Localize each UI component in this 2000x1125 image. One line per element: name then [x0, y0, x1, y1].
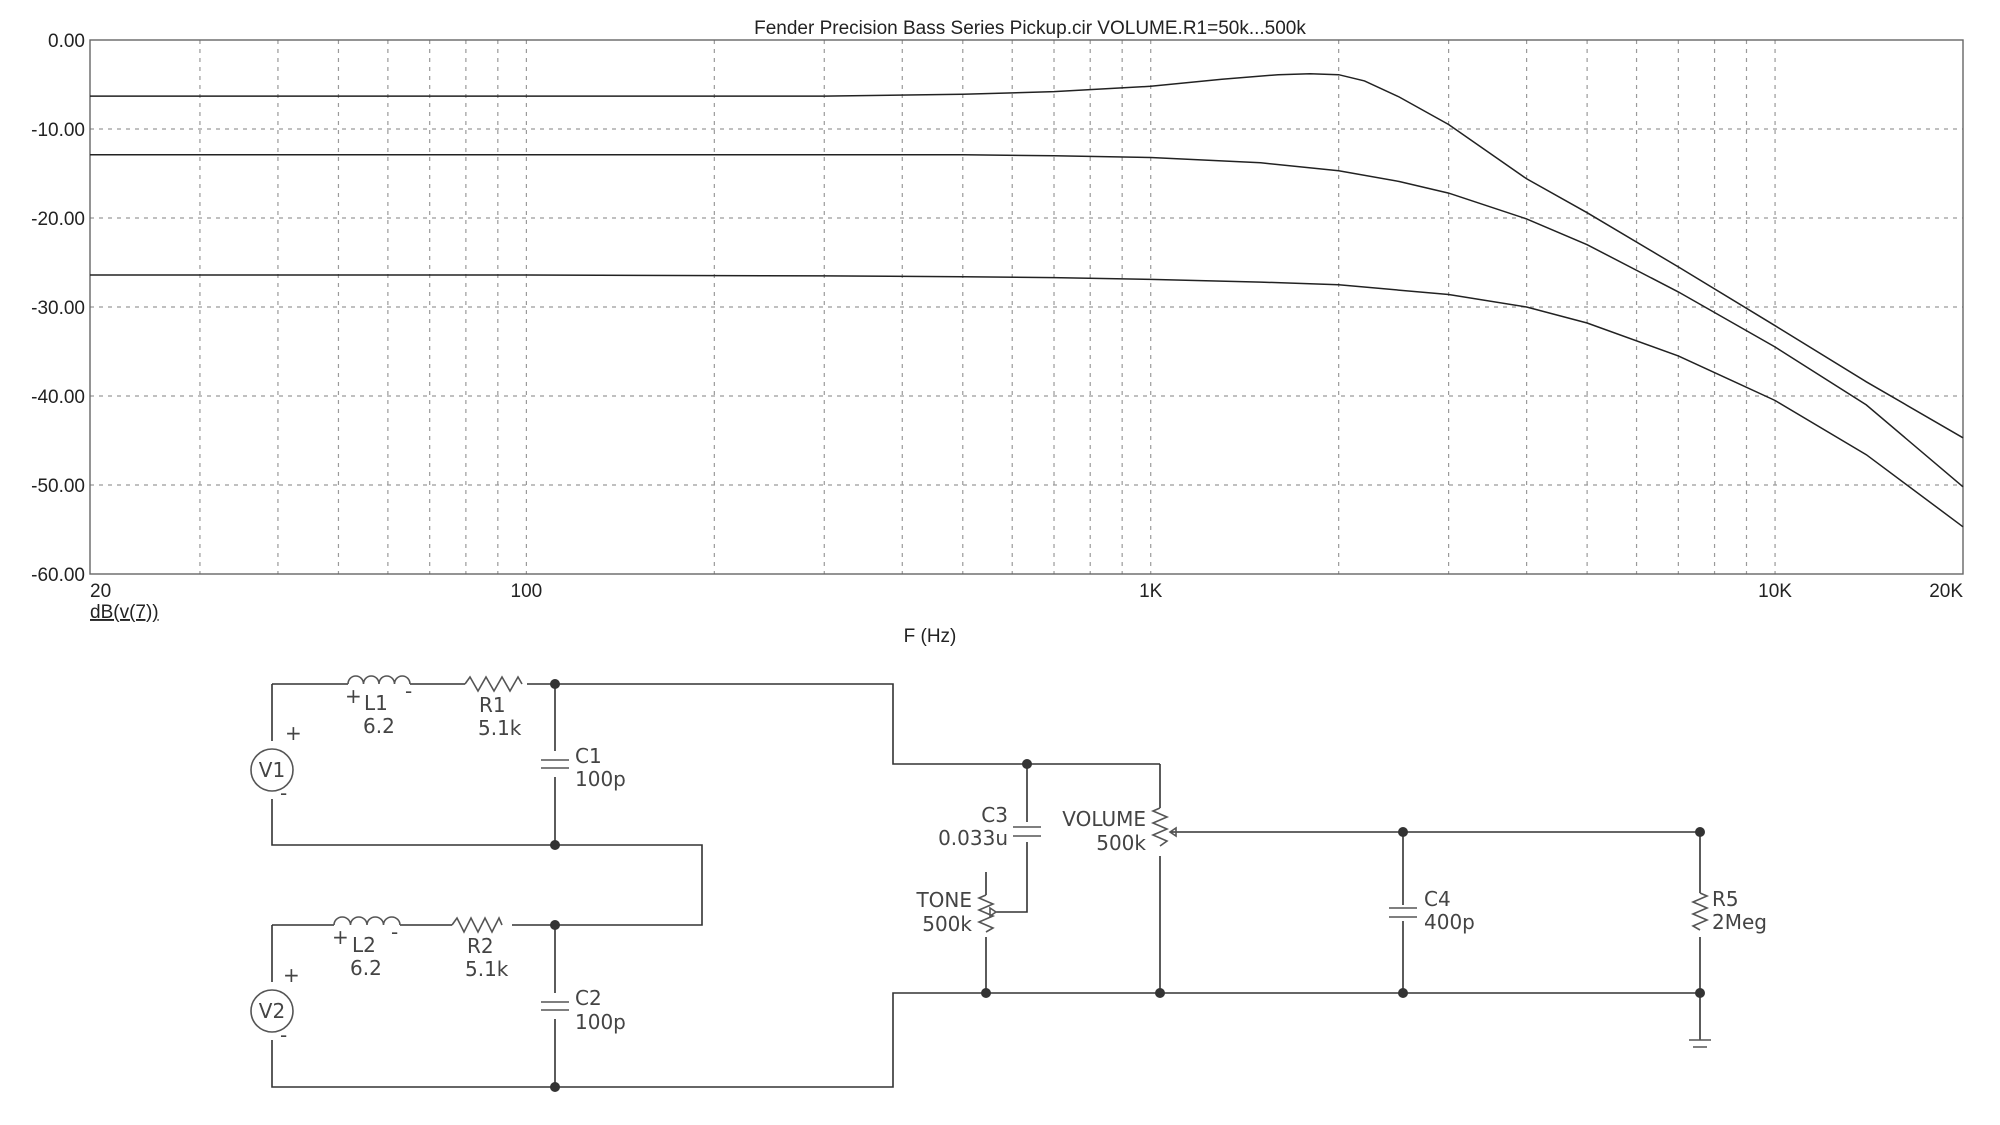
inductor-l2: + - L2 6.2: [332, 916, 401, 980]
ground-icon: [1689, 1039, 1711, 1048]
capacitor-c1: C1 100p: [541, 744, 626, 791]
resistor-r5: R5 2Meg: [1690, 887, 1767, 934]
capacitor-c3: C3 0.033u: [938, 803, 1041, 850]
svg-text:TONE: TONE: [915, 888, 972, 912]
y-tick-label: -10.00: [31, 120, 85, 141]
series-line-2: [90, 154, 1964, 488]
svg-text:0.033u: 0.033u: [938, 826, 1008, 850]
plot-frame: [89, 39, 1964, 575]
svg-text:-: -: [280, 781, 287, 805]
svg-text:C2: C2: [575, 986, 602, 1010]
resistor-r2: R2 5.1k: [451, 916, 509, 981]
svg-text:+: +: [283, 963, 300, 987]
chart-grid: [90, 40, 1963, 574]
svg-text:100p: 100p: [575, 767, 626, 791]
junction-dots: [550, 679, 1705, 1092]
capacitor-c2: C2 100p: [541, 986, 626, 1034]
svg-text:C4: C4: [1424, 887, 1451, 911]
svg-text:5.1k: 5.1k: [478, 716, 522, 740]
x-tick-labels: 20 100 1K 10K 20K: [90, 581, 1963, 602]
resistor-r1: R1 5.1k: [464, 675, 523, 740]
y-tick-label: 0.00: [48, 31, 85, 52]
svg-text:R2: R2: [467, 934, 494, 958]
series-line-3: [90, 274, 1964, 528]
svg-text:V1: V1: [259, 758, 285, 782]
x-tick-label: 1K: [1139, 581, 1163, 602]
x-tick-label: 100: [511, 581, 543, 602]
svg-text:L1: L1: [364, 691, 388, 715]
y-tick-labels: 0.00 -10.00 -20.00 -30.00 -40.00 -50.00 -60.00: [31, 31, 85, 586]
y-tick-label: -60.00: [31, 565, 85, 586]
svg-text:500k: 500k: [1096, 831, 1146, 855]
svg-text:-: -: [391, 920, 398, 944]
svg-text:6.2: 6.2: [363, 714, 395, 738]
series-line-1: [90, 73, 1964, 439]
x-tick-label: 20: [90, 581, 111, 602]
y-tick-label: -30.00: [31, 298, 85, 319]
svg-text:C3: C3: [981, 803, 1008, 827]
y-tick-label: -50.00: [31, 476, 85, 497]
svg-text:C1: C1: [575, 744, 602, 768]
x-axis-label: F (Hz): [904, 626, 957, 647]
x-tick-label: 10K: [1758, 581, 1792, 602]
svg-text:R5: R5: [1712, 887, 1739, 911]
y-tick-label: -20.00: [31, 209, 85, 230]
capacitor-c4: C4 400p: [1389, 887, 1475, 934]
voltage-source-v2: V2 + -: [250, 963, 300, 1047]
svg-text:+: +: [345, 684, 362, 708]
schematic-wires: [271, 683, 1701, 1088]
inductor-l1: + - L1 6.2: [345, 675, 412, 738]
svg-text:-: -: [405, 679, 412, 703]
svg-text:6.2: 6.2: [350, 956, 382, 980]
chart-curves: [90, 73, 1964, 528]
y-axis-label: dB(v(7)): [90, 602, 159, 623]
potentiometer-tone: TONE 500k: [915, 888, 998, 936]
frequency-response-chart: Fender Precision Bass Series Pickup.cir …: [31, 18, 1964, 647]
svg-text:100p: 100p: [575, 1010, 626, 1034]
svg-text:400p: 400p: [1424, 910, 1475, 934]
svg-text:+: +: [332, 925, 349, 949]
potentiometer-volume: VOLUME 500k: [1062, 807, 1177, 855]
svg-text:2Meg: 2Meg: [1712, 910, 1767, 934]
svg-text:500k: 500k: [922, 912, 972, 936]
svg-text:L2: L2: [352, 933, 376, 957]
x-tick-label: 20K: [1929, 581, 1963, 602]
svg-text:+: +: [285, 721, 302, 745]
y-tick-label: -40.00: [31, 387, 85, 408]
chart-title: Fender Precision Bass Series Pickup.cir …: [754, 18, 1306, 39]
svg-text:VOLUME: VOLUME: [1062, 807, 1146, 831]
svg-text:-: -: [280, 1023, 287, 1047]
svg-text:5.1k: 5.1k: [465, 957, 509, 981]
svg-text:V2: V2: [259, 999, 285, 1023]
voltage-source-v1: V1 + -: [250, 721, 302, 805]
svg-text:R1: R1: [479, 693, 506, 717]
